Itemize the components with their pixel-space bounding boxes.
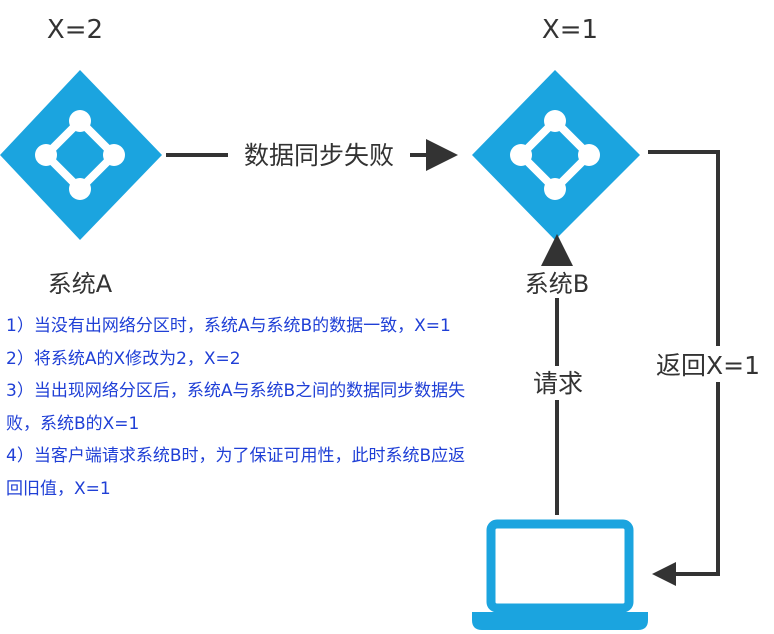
system-a-node [0, 70, 162, 240]
system-b-name-bg [514, 266, 600, 298]
note-item: 3）当出现网络分区后，系统A与系统B之间的数据同步数据失败，系统B的X=1 [6, 381, 466, 434]
note-item: 1）当没有出网络分区时，系统A与系统B的数据一致，X=1 [6, 316, 451, 336]
request-label-bg [525, 366, 591, 400]
return-arrow-label: 返回X=1 [656, 351, 760, 380]
system-b-network-icon [472, 70, 640, 240]
system-a-value-label: X=2 [47, 15, 103, 45]
request-arrow-label: 请求 [533, 369, 583, 398]
system-a-network-icon [0, 70, 162, 240]
explanation-notes: 1）当没有出网络分区时，系统A与系统B的数据一致，X=1 2）将系统A的X修改为… [6, 310, 476, 505]
system-a-network-symbol [35, 110, 125, 200]
note-item: 2）将系统A的X修改为2，X=2 [6, 348, 241, 369]
system-b-name: 系统B [525, 270, 589, 298]
return-label-bg [650, 346, 774, 382]
system-a-name: 系统A [48, 270, 113, 298]
note-item: 4）当客户端请求系统B时，为了保证可用性，此时系统B应返回旧值，X=1 [6, 446, 466, 499]
system-b-value-label: X=1 [542, 15, 598, 45]
system-b-network-symbol [510, 110, 600, 200]
laptop-icon [472, 519, 648, 630]
sync-arrow-label: 数据同步失败 [244, 141, 394, 170]
system-b-node [472, 70, 640, 240]
